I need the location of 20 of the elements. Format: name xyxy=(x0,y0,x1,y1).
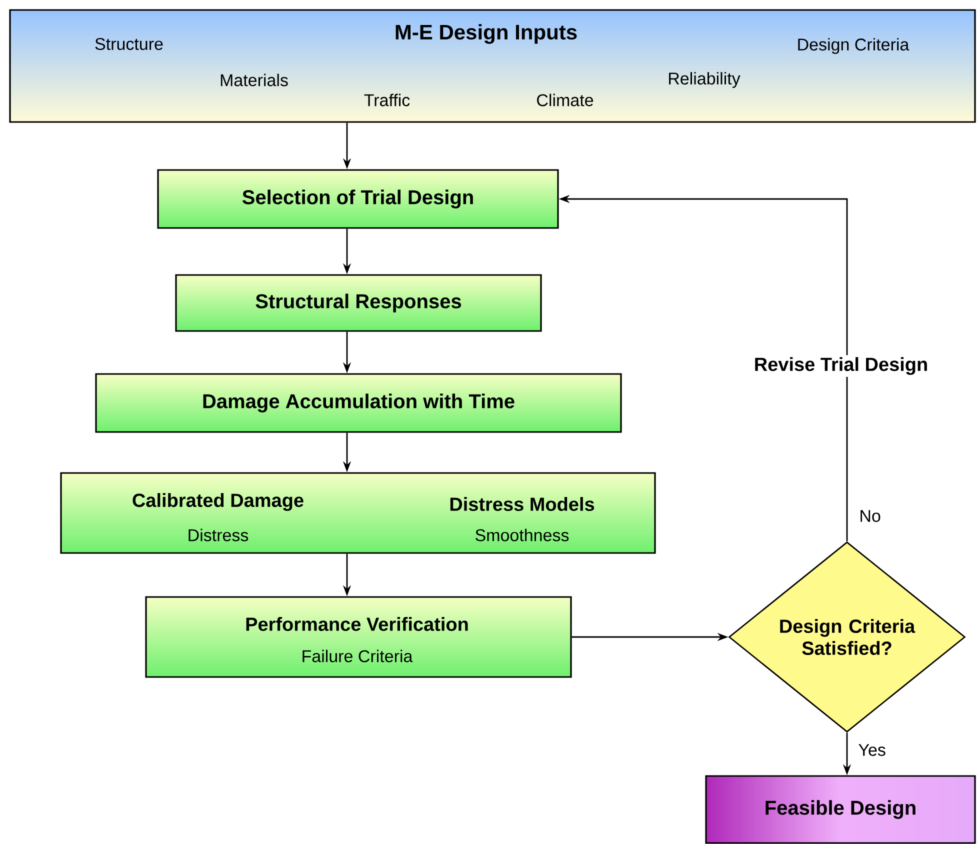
input-label: Design Criteria xyxy=(798,38,910,54)
branch-label: No xyxy=(860,510,880,522)
input-label: Structure xyxy=(95,38,163,50)
process-box: Damage Accumulation with Time xyxy=(95,373,622,433)
input-label: Traffic xyxy=(364,94,410,106)
box-title: Distress Models xyxy=(450,497,594,511)
process-box: Selection of Trial Design xyxy=(157,169,559,229)
result-box: Feasible Design xyxy=(705,775,976,844)
box-subtitle: Distress xyxy=(188,528,248,542)
process-box: Structural Responses xyxy=(175,274,542,332)
box-title: Performance Verification xyxy=(246,617,468,631)
box-title: Calibrated Damage xyxy=(132,493,304,511)
edge-label: Revise Trial Design xyxy=(752,355,930,377)
input-label: Materials xyxy=(220,74,288,86)
edge-label: Yes xyxy=(858,744,886,756)
input-label: Reliability xyxy=(669,72,740,88)
box-subtitle: Smoothness xyxy=(476,528,569,542)
box-subtitle: Failure Criteria xyxy=(302,650,413,662)
input-label: Climate xyxy=(537,94,594,106)
box-title: M-E Design Inputs xyxy=(396,24,577,44)
